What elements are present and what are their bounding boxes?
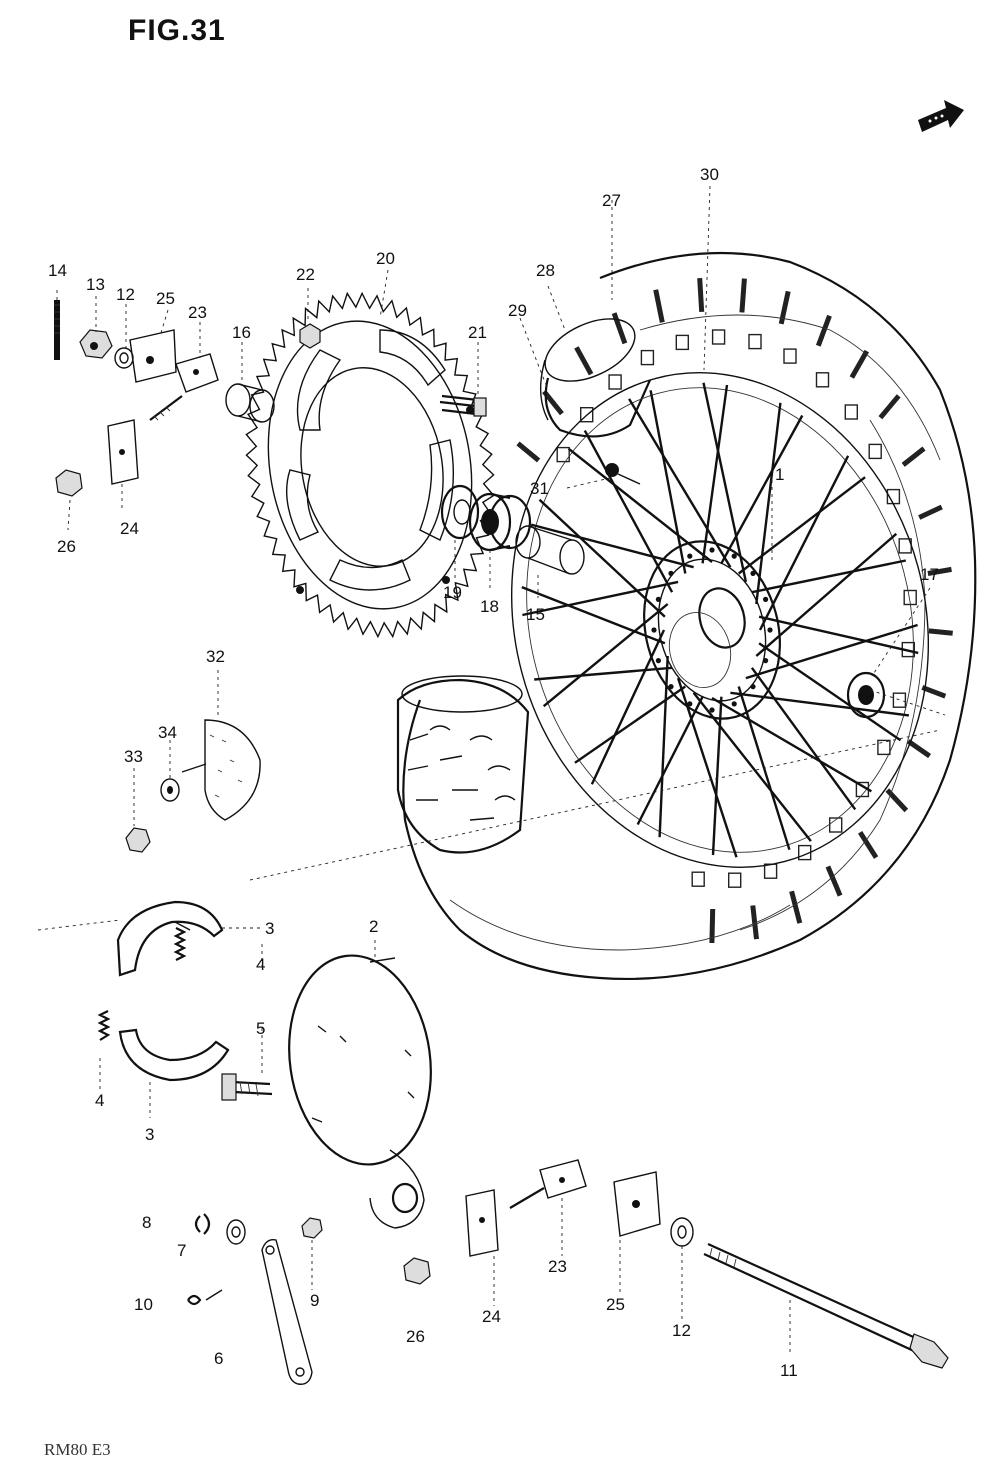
rim [510,372,930,868]
washer-12-top [114,347,134,369]
callout-28: 28 [536,261,555,280]
callout-6: 6 [214,1349,223,1368]
rear-axle-11 [703,1242,949,1369]
rear-tire [396,251,977,981]
figure-title: FIG.31 [128,14,226,47]
callout-16: 16 [232,323,251,342]
callout-23-top: 23 [188,303,207,322]
callout-7: 7 [177,1241,186,1260]
callout-18: 18 [480,597,499,616]
guard-plate-32 [181,719,261,821]
callout-26-bottom: 26 [406,1327,425,1346]
washer-7 [226,1219,246,1245]
callout-15: 15 [526,605,545,624]
chain-puller-24-bottom [465,1189,499,1257]
callout-17: 17 [920,565,939,584]
brake-spring-4-center [173,927,187,961]
callout-labels: 1 2 3 3 4 4 5 6 7 8 9 10 11 12 12 13 14 … [48,165,939,1380]
bearing-18 [468,492,532,552]
rim-band [540,318,652,438]
callout-1: 1 [775,465,784,484]
callout-29: 29 [508,301,527,320]
bearing-19 [440,484,480,540]
callout-4-right: 4 [256,955,265,974]
plate-25-bottom [613,1171,661,1237]
callout-20: 20 [376,249,395,268]
sprocket-bolt [439,394,487,417]
circlip-8 [194,1213,211,1235]
adjuster-23-bottom [509,1159,587,1209]
collar-15 [515,525,585,575]
callout-32: 32 [206,647,225,666]
washer-34 [160,778,180,802]
callout-24-top: 24 [120,519,139,538]
callout-26-top: 26 [57,537,76,556]
diagram-code: RM80 E3 [44,1440,111,1459]
callout-5: 5 [256,1019,265,1038]
callout-12-bottom: 12 [672,1321,691,1340]
brake-shoe-3-bottom [118,1028,230,1082]
brake-spring-4-left [97,1010,111,1041]
nut-33 [125,827,151,853]
leader-lines [56,185,931,1352]
callout-2: 2 [369,917,378,936]
brake-cam-lever-6 [261,1239,313,1385]
callout-14: 14 [48,261,67,280]
nut-9 [301,1217,323,1239]
callout-13: 13 [86,275,105,294]
callout-9: 9 [310,1291,319,1310]
callout-19: 19 [443,583,462,602]
nut-26-top [55,469,83,497]
sprocket-nut [299,323,321,349]
chain-puller-24-top [107,419,139,485]
axle-bolt-14 [54,300,60,360]
callout-4-left: 4 [95,1091,104,1110]
callout-12-top: 12 [116,285,135,304]
callout-25-top: 25 [156,289,175,308]
callout-27: 27 [602,191,621,210]
washer-12-bottom [670,1217,694,1247]
brake-shoe-3-top [116,900,224,977]
callout-3-bottom: 3 [145,1125,154,1144]
callout-25-bottom: 25 [606,1295,625,1314]
callout-31: 31 [530,479,549,498]
bolt-10 [187,1289,223,1306]
brake-cam-5 [221,1073,273,1101]
brake-panel [288,954,432,1229]
nut-13 [79,329,113,359]
callout-22: 22 [296,265,315,284]
callout-24-bottom: 24 [482,1307,501,1326]
callout-10: 10 [134,1295,153,1314]
spacer-16 [225,383,275,423]
adjuster-23-top [149,353,219,421]
callout-23-bottom: 23 [548,1257,567,1276]
callout-30: 30 [700,165,719,184]
plate-25-top [129,329,177,383]
callout-8: 8 [142,1213,151,1232]
nut-26-bottom [403,1257,431,1285]
callout-34: 34 [158,723,177,742]
callout-33: 33 [124,747,143,766]
front-direction-arrow-icon [918,100,964,132]
callout-21: 21 [468,323,487,342]
callout-3-top: 3 [265,919,274,938]
callout-11: 11 [780,1361,798,1380]
